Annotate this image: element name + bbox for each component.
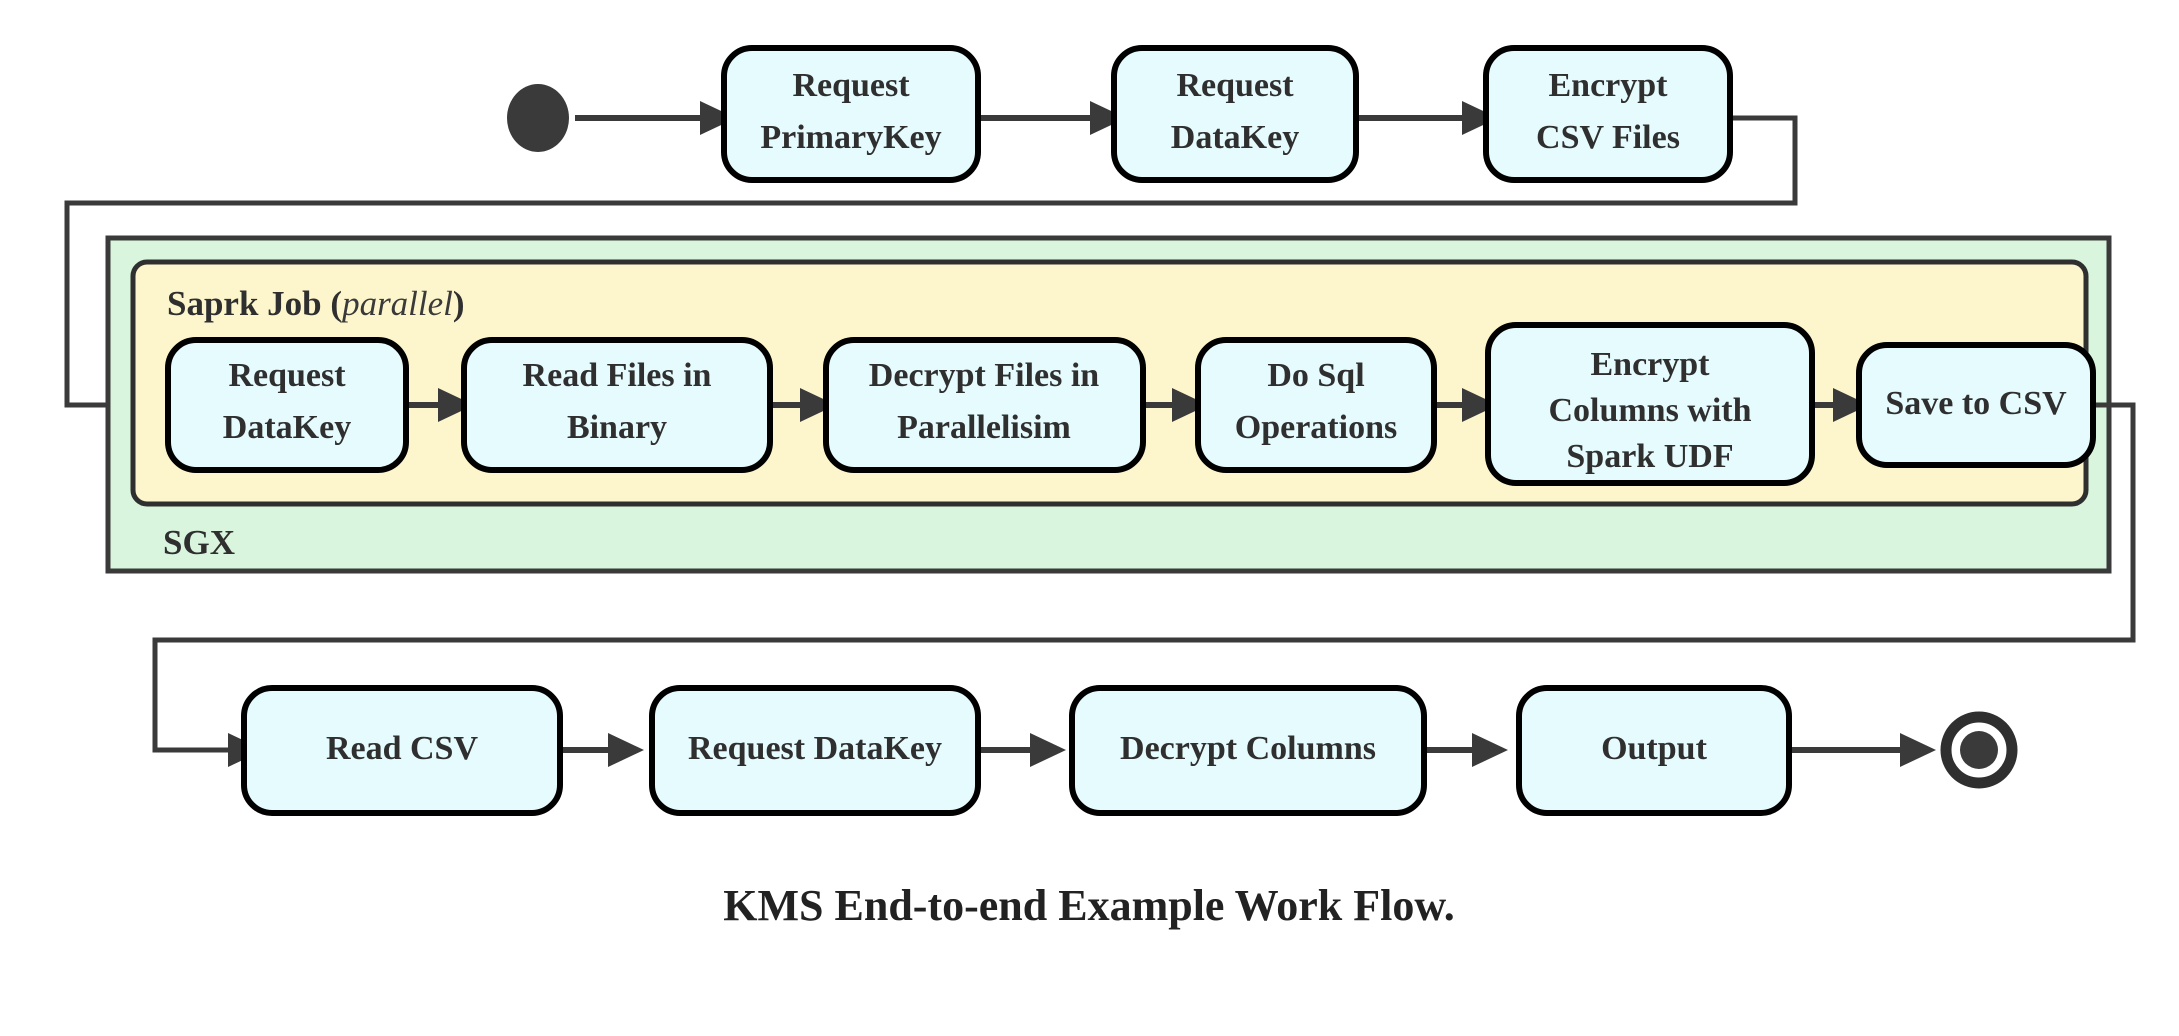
node-request-datakey-top[interactable]: Request DataKey [1111, 45, 1359, 183]
start-node [507, 84, 569, 152]
edge-read-files-to-decrypt-files [770, 388, 836, 422]
node-request-datakey-spark[interactable]: Request DataKey [165, 337, 409, 473]
spark-job-paren-close: ) [453, 284, 465, 323]
node-encrypt-columns-with-spark-udf-line-0: Encrypt [1591, 346, 1711, 383]
sgx-container-label: SGX [163, 523, 235, 562]
node-do-sql-operations-line-0: Do Sql [1267, 357, 1364, 394]
node-request-datakey-spark-line-0: Request [228, 357, 346, 394]
node-decrypt-files-in-parallelisim-line-1: Parallelisim [897, 409, 1071, 446]
node-request-datakey-top-line-1: DataKey [1171, 119, 1299, 156]
node-do-sql-operations-line-1: Operations [1235, 409, 1397, 446]
edge-request-datakey-top-to-encrypt-csv-files [1356, 101, 1498, 135]
node-encrypt-csv-files-line-0: Encrypt [1549, 67, 1669, 104]
node-output[interactable]: Output [1516, 685, 1792, 816]
node-read-csv-line-0: Read CSV [326, 730, 479, 767]
node-encrypt-columns-with-spark-udf[interactable]: Encrypt Columns with Spark UDF [1485, 322, 1815, 486]
node-request-primarykey-line-0: Request [792, 67, 910, 104]
node-decrypt-columns[interactable]: Decrypt Columns [1069, 685, 1427, 816]
node-encrypt-csv-files[interactable]: Encrypt CSV Files [1483, 45, 1733, 183]
node-request-primarykey-line-1: PrimaryKey [760, 119, 941, 156]
spark-job-paren-open: ( [330, 284, 342, 323]
edge-read-csv-to-request-datakey-bottom [560, 733, 644, 767]
node-encrypt-columns-with-spark-udf-line-2: Spark UDF [1566, 438, 1733, 475]
node-request-datakey-bottom-line-0: Request DataKey [688, 730, 942, 767]
node-read-files-in-binary-line-0: Read Files in [523, 357, 712, 394]
edge-output-to-end-node [1789, 733, 1936, 767]
edge-request-datakey-bottom-to-decrypt-columns [978, 733, 1066, 767]
edge-encrypt-columns-to-save-to-csv [1812, 388, 1869, 422]
diagram-caption: KMS End-to-end Example Work Flow. [723, 881, 1454, 930]
spark-job-container-label: Saprk Job (parallel) [167, 284, 465, 323]
node-do-sql-operations[interactable]: Do Sql Operations [1195, 337, 1437, 473]
node-encrypt-columns-with-spark-udf-line-1: Columns with [1548, 392, 1751, 429]
edge-request-datakey-spark-to-read-files [406, 388, 474, 422]
edge-decrypt-columns-to-output [1424, 733, 1508, 767]
node-save-to-csv[interactable]: Save to CSV [1856, 342, 2096, 468]
node-save-to-csv-line-0: Save to CSV [1885, 385, 2067, 422]
node-decrypt-files-in-parallelisim[interactable]: Decrypt Files in Parallelisim [823, 337, 1146, 473]
node-read-files-in-binary-line-1: Binary [567, 409, 667, 446]
edge-do-sql-to-encrypt-columns [1434, 388, 1498, 422]
node-output-line-0: Output [1601, 730, 1707, 767]
spark-job-label-text: Saprk Job [167, 284, 322, 323]
edge-start-to-request-primarykey [575, 101, 736, 135]
end-node [1940, 711, 2018, 789]
node-read-csv[interactable]: Read CSV [241, 685, 563, 816]
spark-job-label-italic: parallel [339, 284, 453, 323]
node-read-files-in-binary[interactable]: Read Files in Binary [461, 337, 773, 473]
node-request-primarykey[interactable]: Request PrimaryKey [721, 45, 981, 183]
node-request-datakey-bottom[interactable]: Request DataKey [649, 685, 981, 816]
node-decrypt-files-in-parallelisim-line-0: Decrypt Files in [869, 357, 1099, 394]
node-encrypt-csv-files-line-1: CSV Files [1536, 119, 1680, 156]
node-request-datakey-spark-line-1: DataKey [223, 409, 351, 446]
node-decrypt-columns-line-0: Decrypt Columns [1120, 730, 1376, 767]
edge-decrypt-files-to-do-sql [1143, 388, 1208, 422]
node-request-datakey-top-line-0: Request [1176, 67, 1294, 104]
edge-request-primarykey-to-request-datakey-top [978, 101, 1126, 135]
